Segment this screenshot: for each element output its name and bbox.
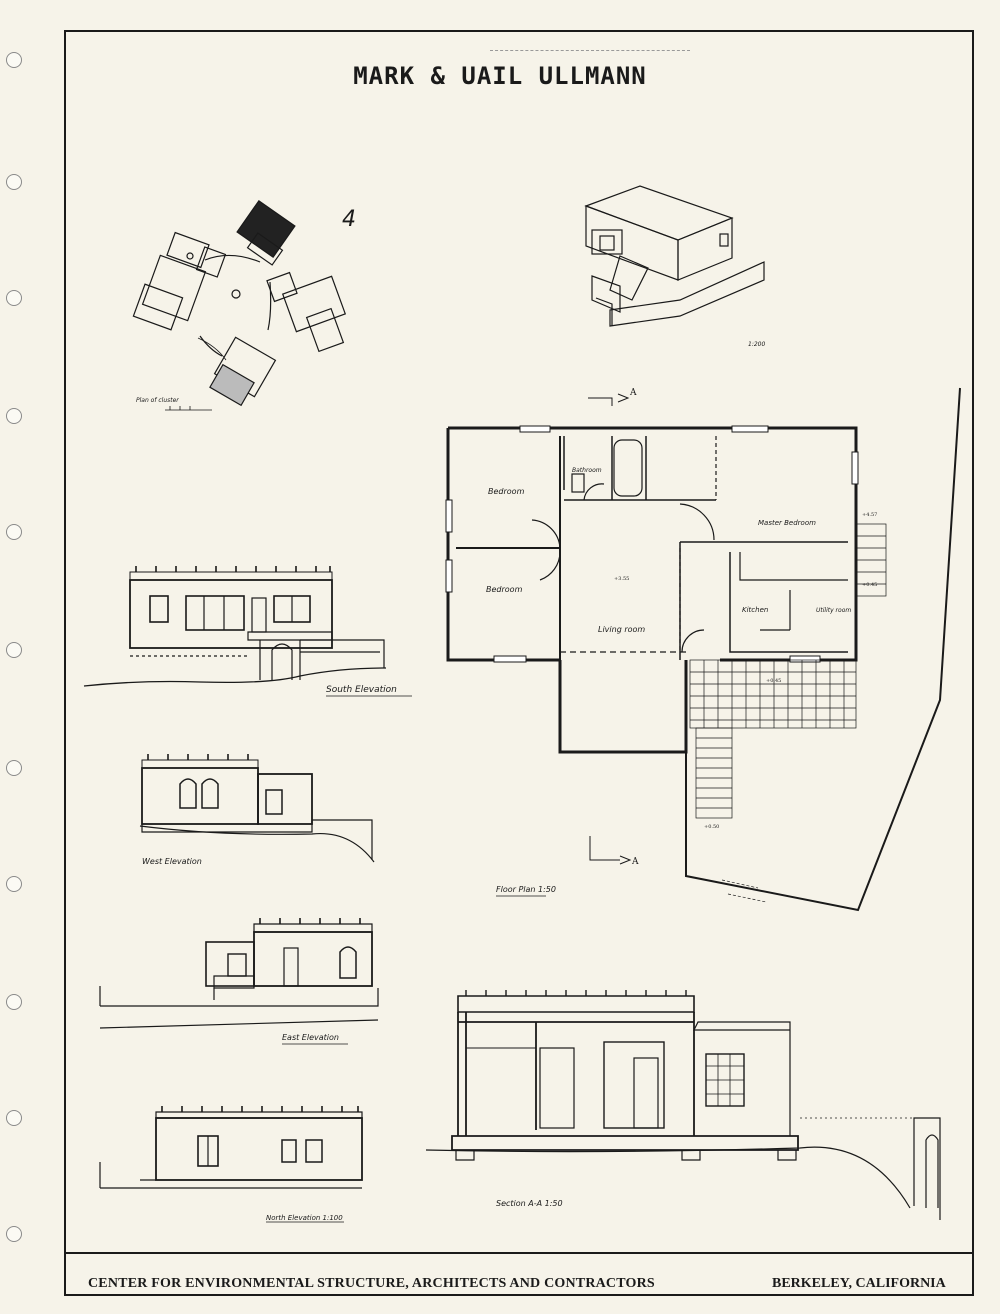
level-stair-bottom: +0.50 bbox=[704, 824, 719, 830]
binder-hole bbox=[6, 876, 22, 892]
room-label-utility: Utility room bbox=[816, 607, 851, 614]
binder-hole bbox=[6, 1226, 22, 1242]
terrace-tiles bbox=[689, 659, 857, 729]
east-elevation: East Elevation bbox=[99, 918, 379, 1045]
section-marker-top: A bbox=[629, 388, 637, 398]
binder-hole bbox=[6, 994, 22, 1010]
level-terrace: +0.45 bbox=[766, 678, 781, 684]
north-mark: 4 bbox=[342, 207, 356, 232]
binder-hole bbox=[6, 290, 22, 306]
level-living: +3.55 bbox=[614, 576, 629, 582]
room-label-bedroom-1: Bedroom bbox=[488, 487, 525, 496]
binder-hole bbox=[6, 524, 22, 540]
section-label: Section A-A 1:50 bbox=[496, 1199, 563, 1208]
north-elevation-label: North Elevation 1:100 bbox=[266, 1214, 343, 1222]
firm-location: BERKELEY, CALIFORNIA bbox=[772, 1276, 946, 1291]
floor-plan: A A Bedroom Bedroom Bathroom Master Bedr… bbox=[445, 387, 961, 912]
west-elevation-label: West Elevation bbox=[142, 857, 202, 866]
west-elevation: West Elevation bbox=[139, 754, 375, 866]
room-label-master-bedroom: Master Bedroom bbox=[758, 519, 816, 527]
site-plan: Plan of cluster 4 bbox=[132, 199, 356, 411]
binder-hole bbox=[6, 760, 22, 776]
room-label-kitchen: Kitchen bbox=[742, 606, 768, 614]
binder-hole bbox=[6, 174, 22, 190]
section-aa: Section A-A 1:50 bbox=[425, 990, 941, 1220]
east-elevation-label: East Elevation bbox=[282, 1033, 339, 1042]
section-marker-bottom: A bbox=[631, 857, 639, 867]
room-label-bedroom-2: Bedroom bbox=[486, 585, 523, 594]
title-rule bbox=[490, 50, 690, 51]
south-elevation-label: South Elevation bbox=[326, 685, 397, 695]
room-label-bathroom: Bathroom bbox=[572, 467, 602, 474]
binder-hole bbox=[6, 1110, 22, 1126]
footer-rule bbox=[64, 1252, 974, 1254]
axonometric-scale: 1:200 bbox=[748, 341, 765, 348]
level-stair-top: +4.57 bbox=[862, 512, 877, 518]
sheet-title: MARK & UAIL ULLMANN bbox=[353, 62, 647, 90]
axonometric-view: 1:200 bbox=[584, 185, 765, 348]
site-plan-label: Plan of cluster bbox=[136, 397, 179, 404]
firm-name: CENTER FOR ENVIRONMENTAL STRUCTURE, ARCH… bbox=[88, 1276, 655, 1291]
binder-hole bbox=[6, 642, 22, 658]
level-kitchen-side: +0.45 bbox=[862, 582, 877, 588]
room-label-living-room: Living room bbox=[598, 625, 645, 634]
binder-hole bbox=[6, 52, 22, 68]
exterior-stairs bbox=[695, 523, 887, 903]
south-elevation: South Elevation bbox=[83, 566, 412, 697]
binder-hole bbox=[6, 408, 22, 424]
floor-plan-label: Floor Plan 1:50 bbox=[496, 885, 556, 894]
drawing-sheet-border bbox=[64, 30, 974, 1296]
north-elevation: North Elevation 1:100 bbox=[99, 1106, 363, 1223]
